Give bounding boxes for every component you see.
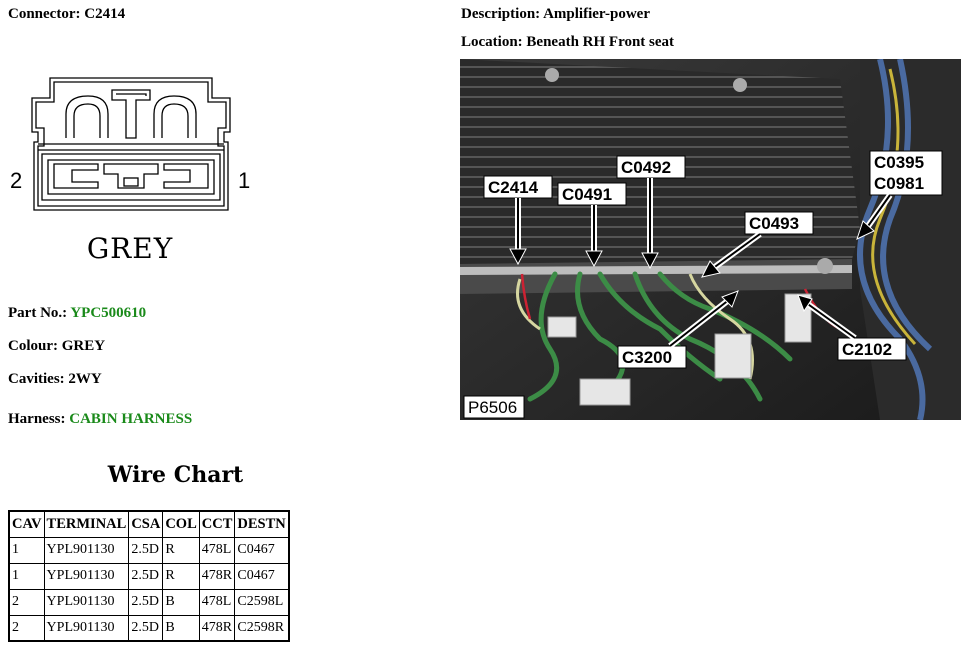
wire-chart-title: Wire Chart [107, 462, 244, 488]
description: Description: Amplifier-power [461, 6, 650, 22]
cell-cav: 2 [8, 614, 45, 642]
cell-cav: 2 [8, 588, 45, 616]
header-cct: CCT [198, 510, 236, 538]
cell-destn: C0467 [234, 562, 290, 590]
cell-col: R [162, 562, 200, 590]
callout-c0491: C0491 [557, 182, 627, 268]
cavities: Cavities: 2WY [8, 371, 102, 387]
cell-csa: 2.5D [128, 536, 164, 564]
cell-cct: 478R [198, 614, 236, 642]
header-col: COL [162, 510, 200, 538]
cell-cav: 1 [8, 562, 45, 590]
callout-c2414: C2414 [483, 175, 553, 266]
amplifier-location-photo: C2414 C0491 C0492 C0493 [460, 59, 961, 420]
connector-face-diagram: 2 1 GREY [10, 77, 250, 265]
wire-chart-table: CAV TERMINAL CSA COL CCT DESTN 1 YPL9011… [8, 510, 290, 642]
label-c0981: C0981 [874, 174, 924, 193]
label-c2414: C2414 [488, 178, 539, 197]
label-c0493: C0493 [749, 214, 799, 233]
cell-csa: 2.5D [128, 588, 164, 616]
cell-col: B [162, 588, 200, 616]
cell-terminal: YPL901130 [43, 588, 130, 616]
cell-terminal: YPL901130 [43, 614, 130, 642]
header-destn: DESTN [234, 510, 290, 538]
header-terminal: TERMINAL [43, 510, 130, 538]
location: Location: Beneath RH Front seat [461, 34, 675, 50]
table-row: 2 YPL901130 2.5D B 478L C2598L [8, 588, 290, 616]
label-c2102: C2102 [842, 340, 892, 359]
part-number: Part No.: YPC500610 [8, 305, 146, 322]
table-row: 1 YPL901130 2.5D R 478L C0467 [8, 536, 290, 564]
harness: Harness: CABIN HARNESS [8, 411, 192, 428]
cell-destn: C0467 [234, 536, 290, 564]
header-cav: CAV [8, 510, 45, 538]
label-c0492: C0492 [621, 158, 671, 177]
callout-c0492: C0492 [616, 155, 686, 270]
cell-terminal: YPL901130 [43, 536, 130, 564]
callout-c3200: C3200 [617, 290, 739, 369]
photo-ref: P6506 [468, 398, 517, 417]
cell-csa: 2.5D [128, 614, 164, 642]
harness-link[interactable]: CABIN HARNESS [69, 411, 193, 427]
label-c0395: C0395 [874, 153, 924, 172]
connector-colour-label: GREY [87, 232, 173, 265]
header-csa: CSA [128, 510, 164, 538]
callout-c2102: C2102 [797, 294, 907, 361]
part-number-label: Part No.: [8, 305, 71, 321]
cell-col: R [162, 536, 200, 564]
cell-destn: C2598L [234, 588, 290, 616]
label-c0491: C0491 [562, 185, 612, 204]
harness-label: Harness: [8, 411, 70, 427]
cell-cav: 1 [8, 536, 45, 564]
pin-1-label: 1 [238, 168, 250, 193]
table-row: 2 YPL901130 2.5D B 478R C2598R [8, 614, 290, 642]
cell-cct: 478L [198, 588, 236, 616]
cell-cct: 478L [198, 536, 236, 564]
cell-terminal: YPL901130 [43, 562, 130, 590]
cell-destn: C2598R [234, 614, 290, 642]
cell-cct: 478R [198, 562, 236, 590]
table-header-row: CAV TERMINAL CSA COL CCT DESTN [8, 510, 290, 538]
connector-title: Connector: C2414 [8, 6, 126, 22]
cell-col: B [162, 614, 200, 642]
table-row: 1 YPL901130 2.5D R 478R C0467 [8, 562, 290, 590]
part-number-link[interactable]: YPC500610 [70, 305, 147, 321]
callout-c0395-c0981: C0395 C0981 [856, 150, 943, 240]
label-c3200: C3200 [622, 348, 672, 367]
colour: Colour: GREY [8, 338, 106, 354]
callout-c0493: C0493 [701, 211, 814, 278]
pin-2-label: 2 [10, 168, 22, 193]
cell-csa: 2.5D [128, 562, 164, 590]
